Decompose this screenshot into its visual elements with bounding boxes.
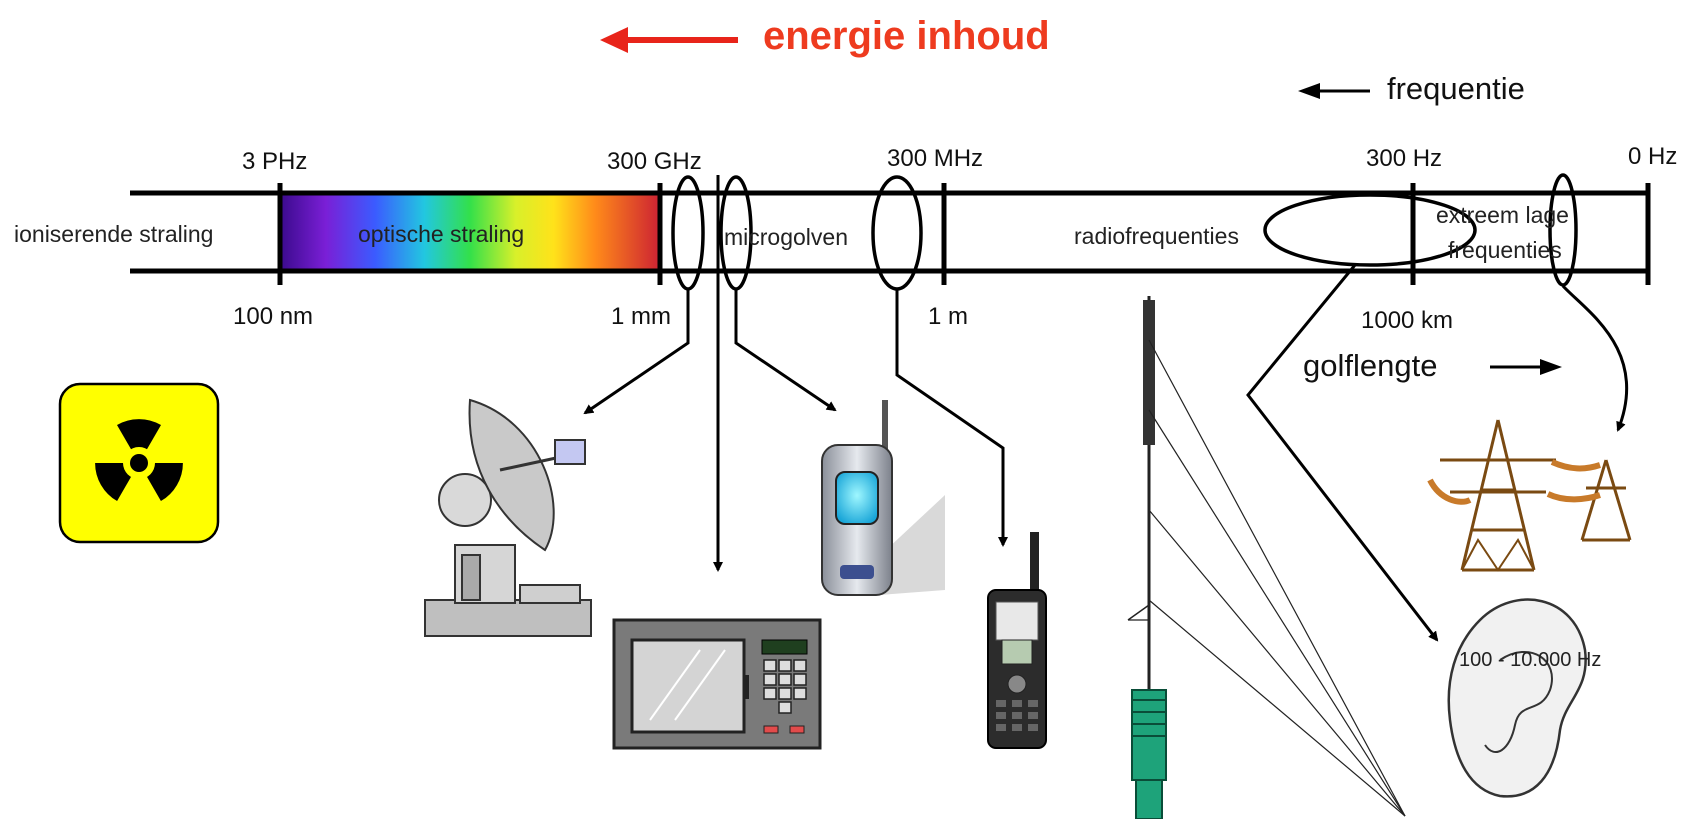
frequency-label: frequentie bbox=[1387, 71, 1525, 106]
wavelength-arrow bbox=[1490, 359, 1562, 375]
energy-content-label: energie inhoud bbox=[763, 14, 1050, 58]
energy-arrow bbox=[600, 27, 738, 53]
band-elf-label-line2: frequenties bbox=[1448, 237, 1562, 263]
mobile-phone-icon bbox=[821, 400, 945, 596]
ear-frequency-label: 100 - 10.000 Hz bbox=[1459, 649, 1602, 671]
band-optical-label: optische straling bbox=[358, 221, 525, 247]
microwave-oven-icon bbox=[612, 618, 822, 750]
freq-tick-label: 300 GHz bbox=[607, 148, 702, 175]
freq-tick-label: 0 Hz bbox=[1628, 143, 1678, 170]
band-elf-label-line1: extreem lage bbox=[1436, 202, 1569, 228]
band-ionizing-label: ioniserende straling bbox=[14, 221, 214, 247]
optical-gradient bbox=[280, 193, 660, 271]
wavelength-tick-label: 1 m bbox=[928, 303, 969, 330]
freq-tick-label: 300 Hz bbox=[1366, 145, 1443, 172]
satellite-dish-icon bbox=[424, 398, 592, 637]
connector-arrows bbox=[583, 264, 1629, 642]
power-pylon-icon bbox=[1427, 419, 1632, 572]
freq-tick-label: 3 PHz bbox=[242, 148, 308, 175]
radiation-icon bbox=[58, 382, 220, 544]
wavelength-tick-label: 1000 km bbox=[1361, 307, 1454, 334]
ear-icon bbox=[1447, 598, 1587, 798]
wavelength-label: golflengte bbox=[1303, 348, 1438, 383]
wavelength-tick-label: 1 mm bbox=[611, 303, 671, 330]
band-microwave-label: microgolven bbox=[724, 224, 848, 250]
freq-tick-label: 300 MHz bbox=[887, 145, 984, 172]
walkie-talkie-icon bbox=[987, 532, 1047, 749]
frequency-arrow bbox=[1298, 83, 1370, 99]
wavelength-tick-label: 100 nm bbox=[233, 303, 314, 330]
band-radio-label: radiofrequenties bbox=[1074, 223, 1239, 249]
radio-mast-icon bbox=[1127, 296, 1406, 819]
spectrum-band bbox=[130, 175, 1651, 285]
